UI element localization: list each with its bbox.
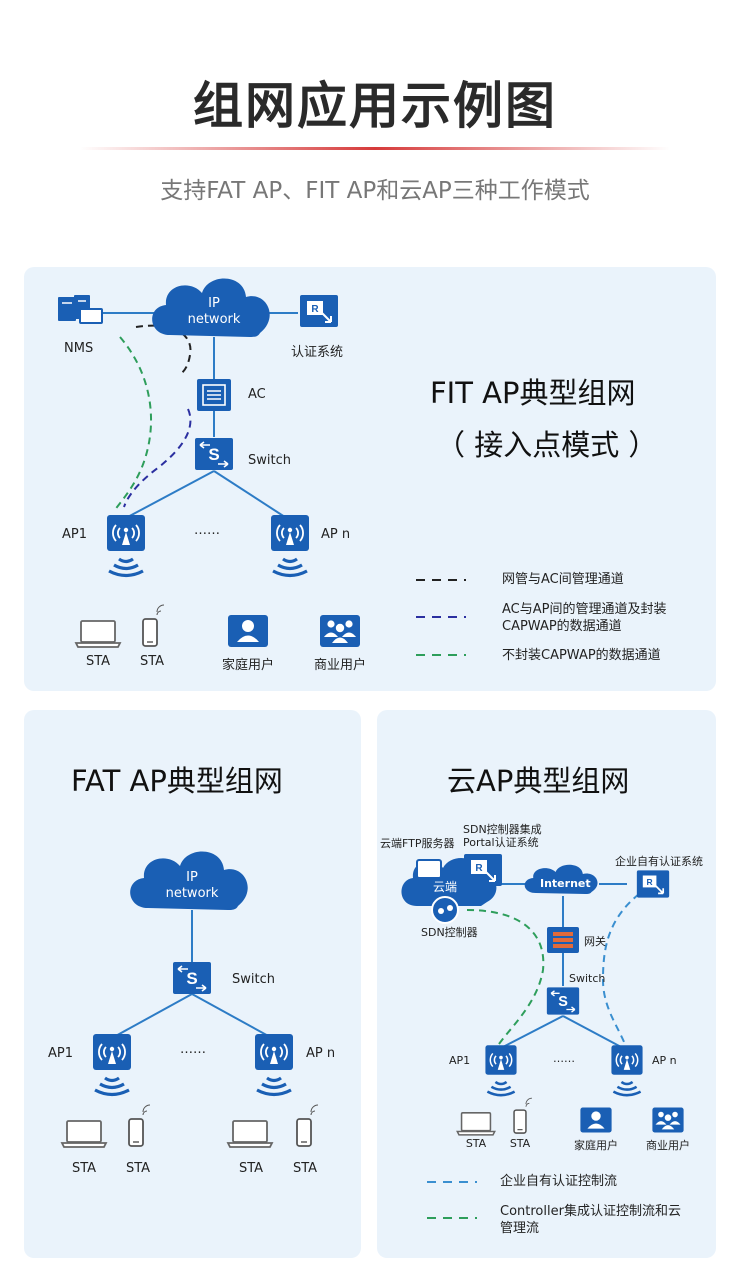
enterprise-auth-label: 企业自有认证系统 — [615, 855, 703, 868]
sta-label: STA — [125, 1161, 151, 1176]
legend-item: 企业自有认证控制流 — [500, 1174, 618, 1189]
fat-ap-title: FAT AP典型组网 — [71, 764, 283, 798]
legend-item: Controller集成认证控制流和云管理流 — [500, 1204, 681, 1236]
ap1-wifi-icon — [93, 1076, 131, 1097]
apn-label: AP n — [321, 527, 351, 542]
gateway-firewall-icon — [547, 927, 579, 953]
cloud-ap-title: 云AP典型组网 — [447, 764, 630, 798]
cloud-label: 云端 — [433, 880, 458, 894]
ap1-label: AP1 — [62, 527, 88, 542]
business-user-label: 商业用户 — [313, 658, 367, 673]
cloud-ap-diagram — [401, 853, 684, 1219]
sta-label: STA — [292, 1161, 318, 1176]
business-user-icon — [320, 615, 360, 647]
apn-icon — [254, 1033, 294, 1071]
home-user-icon — [580, 1107, 612, 1133]
auth-system-label: 认证系统 — [291, 345, 344, 360]
home-user-icon — [228, 615, 268, 647]
title-divider — [80, 147, 670, 150]
phone-icon — [128, 1104, 151, 1147]
auth-system-icon — [299, 294, 339, 328]
ac-controller-icon — [197, 379, 231, 411]
switch-icon — [172, 961, 212, 995]
switch-label: Switch — [569, 972, 606, 985]
ap-ellipsis: …… — [553, 1052, 575, 1065]
laptop-icon — [61, 1120, 107, 1148]
ap1-label: AP1 — [449, 1054, 471, 1067]
apn-label: AP n — [306, 1046, 336, 1061]
apn-label: AP n — [652, 1054, 677, 1067]
home-user-label: 家庭用户 — [221, 658, 275, 673]
apn-wifi-icon — [255, 1076, 293, 1097]
nms-server-icon — [58, 295, 103, 324]
fit-ap-subtitle: （ 接入点模式 ） — [436, 428, 658, 462]
phone-icon — [296, 1104, 319, 1147]
ap1-label: AP1 — [48, 1046, 74, 1061]
ap-ellipsis: …… — [194, 523, 220, 538]
apn-icon — [270, 514, 310, 552]
sdn-controller-icon — [431, 896, 459, 924]
switch-icon — [194, 437, 234, 471]
ac-label: AC — [248, 387, 266, 402]
apn-wifi-icon — [612, 1080, 642, 1097]
switch-label: Switch — [232, 972, 275, 987]
ap1-icon — [484, 1044, 518, 1076]
internet-label: Internet — [540, 877, 591, 890]
laptop-icon — [456, 1112, 496, 1136]
sta-label: STA — [85, 654, 111, 669]
switch-label: Switch — [248, 453, 291, 468]
business-user-label: 商业用户 — [646, 1139, 690, 1152]
ap1-icon — [106, 514, 146, 552]
ap-ellipsis: …… — [180, 1042, 206, 1057]
page-subtitle: 支持FAT AP、FIT AP和云AP三种工作模式 — [160, 178, 590, 204]
legend-item: 不封装CAPWAP的数据通道 — [502, 648, 661, 663]
sta-label: STA — [509, 1137, 531, 1150]
ap1-icon — [92, 1033, 132, 1071]
legend-item: AC与AP间的管理通道及封装CAPWAP的数据通道 — [502, 602, 667, 634]
fit-ap-diagram — [58, 278, 466, 656]
nms-label: NMS — [64, 341, 94, 356]
ftp-server-label: 云端FTP服务器 — [380, 837, 455, 850]
laptop-icon — [227, 1120, 273, 1148]
business-user-icon — [652, 1107, 684, 1133]
sta-label: STA — [238, 1161, 264, 1176]
ap1-wifi-icon — [486, 1080, 516, 1097]
gateway-label: 网关 — [584, 935, 606, 948]
phone-icon — [513, 1097, 533, 1134]
home-user-label: 家庭用户 — [574, 1139, 618, 1152]
phone-icon — [142, 604, 165, 647]
ap1-wifi-icon — [107, 557, 145, 578]
sdn-controller-label: SDN控制器 — [421, 926, 478, 939]
enterprise-auth-icon — [635, 869, 671, 899]
fit-ap-title: FIT AP典型组网 — [430, 376, 636, 410]
sdn-portal-auth-icon — [463, 853, 503, 887]
fat-ap-diagram — [61, 851, 319, 1148]
page-title: 组网应用示例图 — [193, 77, 557, 135]
legend-item: 网管与AC间管理通道 — [502, 572, 624, 587]
switch-icon — [546, 986, 580, 1016]
sta-label: STA — [71, 1161, 97, 1176]
laptop-icon — [75, 620, 121, 648]
sta-label: STA — [139, 654, 165, 669]
apn-wifi-icon — [271, 557, 309, 578]
apn-icon — [610, 1044, 644, 1076]
sta-label: STA — [465, 1137, 487, 1150]
